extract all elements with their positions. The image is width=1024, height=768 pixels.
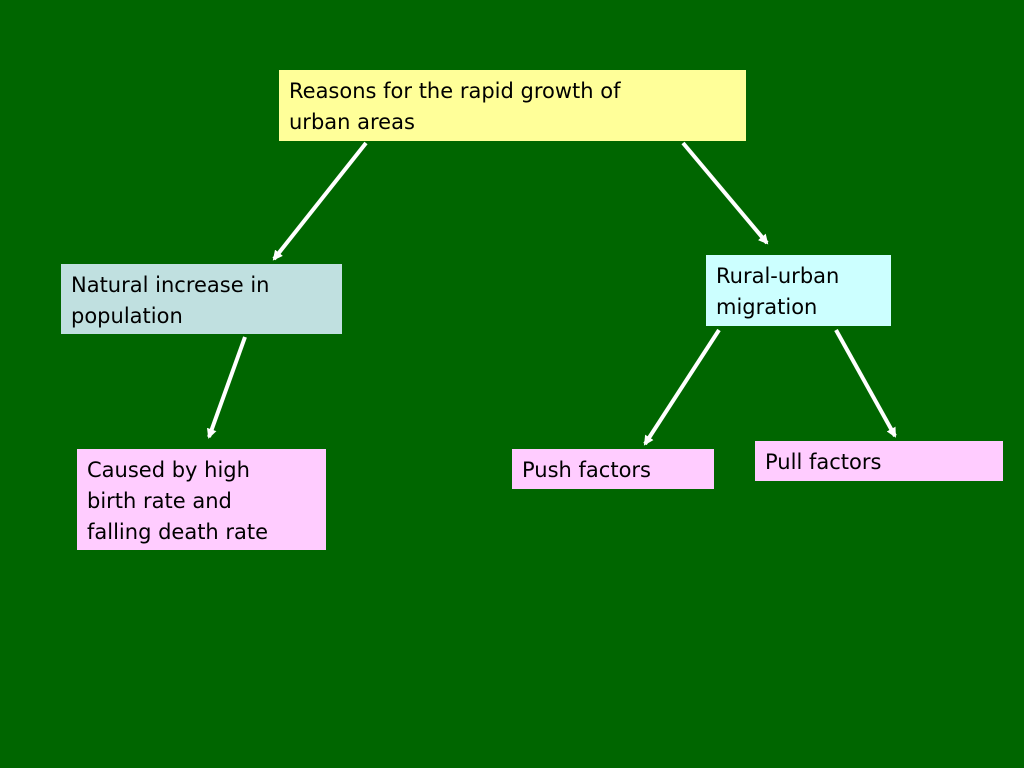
arrow-migration-to-push [643, 328, 721, 446]
node-reasons-for-urban-growth: Reasons for the rapid growth of urban ar… [279, 70, 746, 141]
arrow-migration-to-pull [834, 329, 897, 438]
arrow-root-to-migration [681, 141, 769, 245]
node-rural-urban-migration: Rural-urban migration [706, 255, 891, 326]
node-push-factors: Push factors [512, 449, 714, 489]
arrow-natural-to-caused [207, 336, 247, 439]
node-caused-by-birth-death-rate: Caused by high birth rate and falling de… [77, 449, 326, 550]
arrow-root-to-natural [272, 141, 368, 261]
node-natural-increase: Natural increase in population [61, 264, 342, 334]
node-pull-factors: Pull factors [755, 441, 1003, 481]
